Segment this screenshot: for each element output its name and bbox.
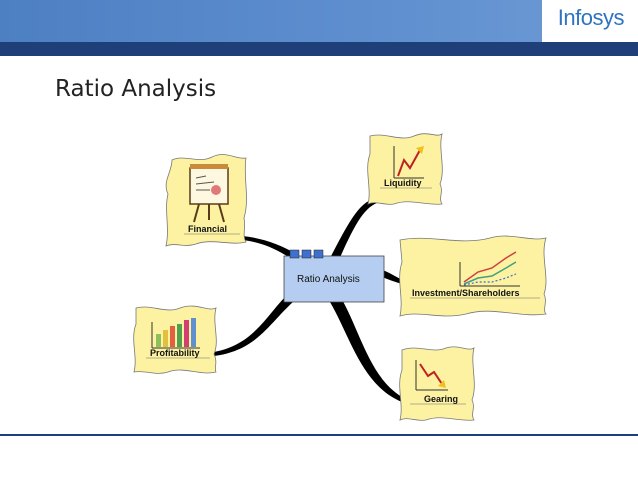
- node-investment-label: Investment/Shareholders: [412, 288, 520, 298]
- node-gearing-shape: [399, 346, 475, 421]
- connector-gearing: [330, 296, 404, 402]
- center-node-label: Ratio Analysis: [297, 274, 360, 285]
- header-banner: [0, 0, 638, 42]
- center-node-tab-1: [289, 249, 300, 259]
- center-node-box: [283, 255, 385, 303]
- slide-title: Ratio Analysis: [55, 76, 217, 102]
- logo-box: Infosys: [542, 0, 638, 42]
- node-investment[interactable]: Investment/Shareholders: [399, 235, 547, 317]
- center-node-tab-3: [313, 249, 324, 259]
- rising-chart-icon: [393, 146, 424, 179]
- company-logo: Infosys: [557, 5, 625, 30]
- node-profitability[interactable]: Profitability: [133, 305, 217, 374]
- node-liquidity-label: Liquidity: [384, 178, 422, 188]
- node-financial[interactable]: Financial: [165, 154, 247, 247]
- node-liquidity-shape: [367, 133, 443, 205]
- header-strip: [0, 42, 638, 56]
- connector-liquidity: [330, 198, 380, 262]
- footer-rule: [0, 434, 638, 436]
- center-node[interactable]: Ratio Analysis: [283, 249, 385, 303]
- node-financial-label: Financial: [188, 224, 227, 234]
- falling-chart-icon: [415, 360, 448, 391]
- multi-line-chart-icon: [459, 251, 520, 287]
- center-node-tab-2: [301, 249, 312, 259]
- connector-financial: [242, 236, 300, 262]
- connector-profitability: [214, 290, 300, 356]
- node-liquidity[interactable]: Liquidity: [367, 133, 443, 205]
- node-gearing[interactable]: Gearing: [399, 346, 475, 421]
- bar-chart-icon: [151, 318, 200, 349]
- node-gearing-label: Gearing: [424, 394, 458, 404]
- flipchart-icon: [189, 164, 229, 223]
- node-profitability-label: Profitability: [150, 348, 200, 358]
